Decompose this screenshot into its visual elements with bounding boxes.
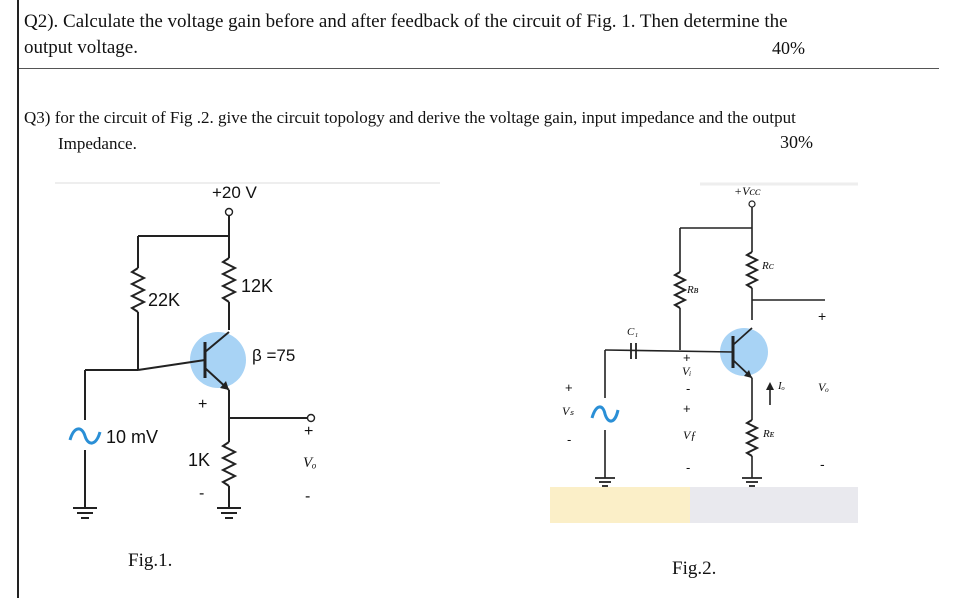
fig2-vs-label: Vₛ bbox=[562, 404, 574, 418]
re-resistor-icon bbox=[744, 419, 760, 457]
fig2-c1-label: C₁ bbox=[627, 326, 639, 338]
fig1-r1k-label: 1K bbox=[188, 450, 211, 470]
fig2-vf-minus: - bbox=[686, 460, 691, 475]
fig2-caption: Fig.2. bbox=[672, 558, 717, 579]
fig1-source-label: 10 mV bbox=[106, 427, 159, 447]
page-border bbox=[17, 0, 958, 598]
fig1-minus-emitter: - bbox=[199, 485, 205, 502]
q3-line2: Impedance. bbox=[58, 134, 137, 153]
fig2-vs-minus: - bbox=[567, 432, 572, 447]
fig2-rc-label: Rᴄ bbox=[762, 260, 774, 272]
fig1-plus-emitter: + bbox=[198, 396, 208, 413]
q2-line2: output voltage. bbox=[24, 37, 138, 58]
fig2-vo-label: Vₒ bbox=[818, 380, 829, 394]
fig2-ac-source-icon bbox=[590, 405, 620, 423]
fig1-r22k-label: 22K bbox=[148, 290, 181, 310]
fig2-io-label: Iₒ bbox=[778, 380, 785, 392]
rc-resistor-icon bbox=[744, 251, 760, 289]
q2-line1: Q2). Calculate the voltage gain before a… bbox=[24, 11, 788, 32]
fig2-vo-minus: - bbox=[820, 456, 825, 472]
r12k-resistor-icon bbox=[220, 257, 238, 303]
ac-source-icon bbox=[68, 427, 102, 445]
fig1-vout-label: Vₒ bbox=[303, 455, 317, 471]
fig2-vf-label: Vƒ bbox=[683, 428, 697, 442]
fig2-vs-plus: + bbox=[565, 380, 573, 395]
fig1-plus-out: + bbox=[304, 423, 314, 440]
fig2-re-label: Rᴇ bbox=[763, 428, 775, 440]
fig2-vi-plus: + bbox=[683, 350, 691, 365]
fig1-beta-label: β =75 bbox=[252, 346, 296, 365]
fig1-r12k-label: 12K bbox=[241, 276, 274, 296]
fig1-caption: Fig.1. bbox=[128, 550, 173, 571]
r1k-resistor-icon bbox=[220, 441, 238, 487]
fig2-vo-plus: + bbox=[818, 308, 827, 324]
r22k-resistor-icon bbox=[129, 267, 147, 313]
fig2-vi-label: Vᵢ bbox=[682, 364, 692, 378]
q2-percent: 40% bbox=[772, 38, 805, 58]
fig2-supply-label: +Vᴄᴄ bbox=[734, 184, 761, 198]
divider bbox=[19, 68, 939, 69]
fig2-vf-plus: + bbox=[683, 401, 691, 416]
fig2-rb-label: Rʙ bbox=[687, 284, 699, 296]
rb-resistor-icon bbox=[672, 271, 688, 309]
q3-percent: 30% bbox=[780, 132, 813, 152]
fig1-supply-label: +20 V bbox=[212, 183, 257, 202]
fig1-minus-out: - bbox=[305, 488, 311, 505]
q3-line1: Q3) for the circuit of Fig .2. give the … bbox=[24, 108, 796, 127]
fig2-vi-minus: - bbox=[686, 381, 691, 396]
